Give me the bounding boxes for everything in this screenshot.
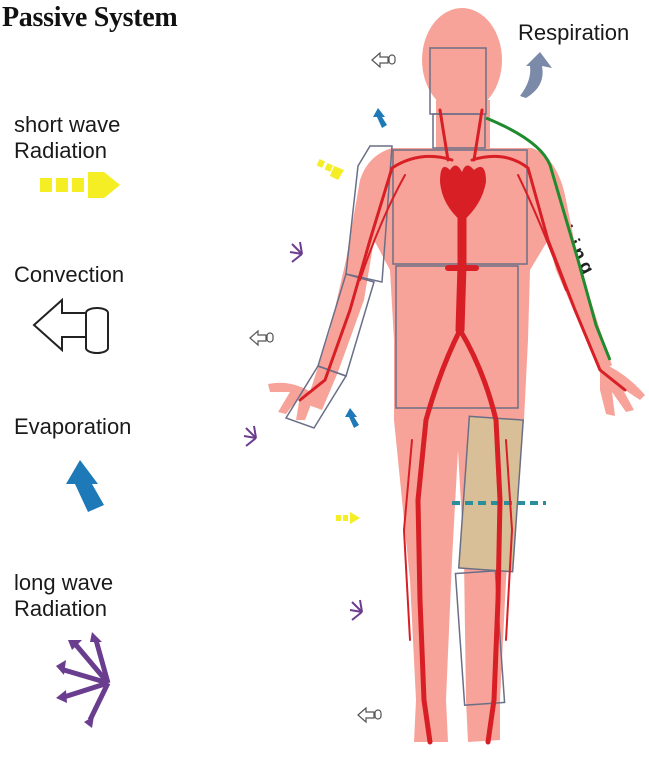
- convection-marker-icon: [358, 708, 381, 722]
- longwave-marker-icon: [350, 600, 362, 620]
- shortwave-marker-icon: [317, 159, 344, 180]
- human-body: [268, 8, 645, 742]
- short-wave-radiation-icon: [40, 172, 120, 198]
- respiration-icon: [520, 52, 552, 98]
- thigh-clothing-patch: [459, 416, 523, 571]
- convection-icon: [34, 300, 108, 353]
- evaporation-marker-icon: [345, 408, 359, 428]
- longwave-marker-icon: [290, 242, 302, 262]
- evaporation-marker-icon: [373, 108, 387, 128]
- long-wave-radiation-icon: [56, 632, 108, 728]
- longwave-marker-icon: [244, 426, 256, 446]
- evaporation-icon: [66, 460, 104, 512]
- shortwave-marker-icon: [336, 512, 360, 524]
- convection-marker-icon: [250, 331, 273, 345]
- convection-marker-icon: [372, 53, 395, 67]
